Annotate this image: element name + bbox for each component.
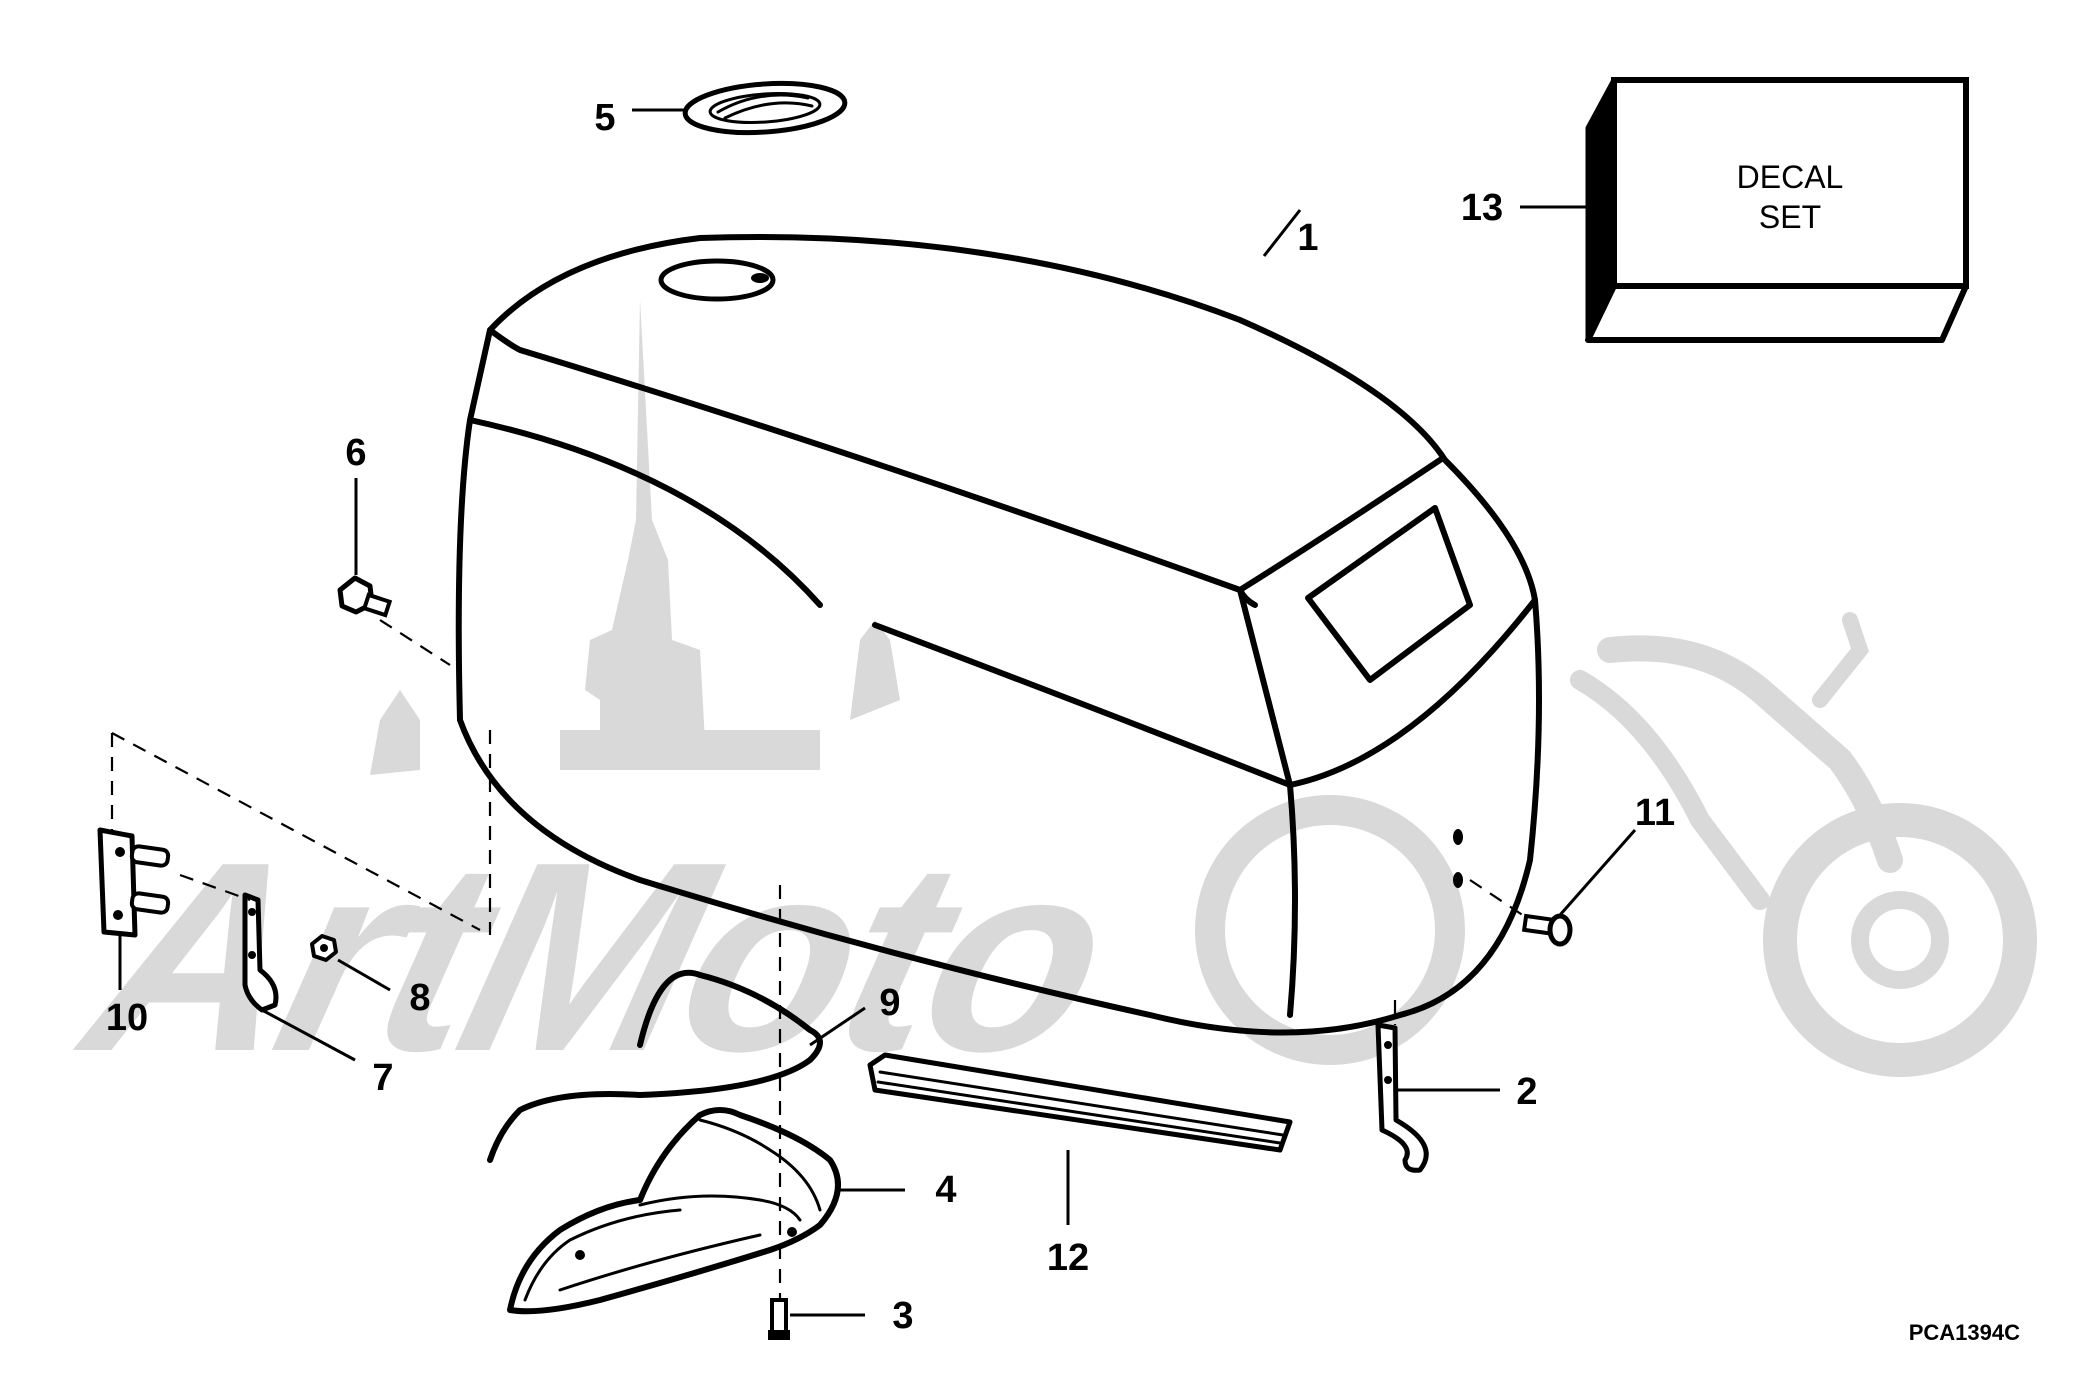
part-3-screw — [768, 1298, 790, 1340]
callout-13: 13 — [1461, 187, 1503, 229]
assembly-lines — [110, 619, 1531, 1300]
callout-7: 7 — [372, 1057, 393, 1099]
part-5-emblem — [682, 80, 848, 136]
callout-5: 5 — [594, 97, 615, 139]
callout-3: 3 — [892, 1295, 913, 1337]
decal-line-1: DECAL — [1737, 159, 1844, 195]
part-2-latch-hook — [1375, 1022, 1429, 1173]
part-4-lower-pan — [507, 1107, 841, 1315]
watermark-cathedral-silhouette — [370, 300, 900, 775]
part-9-seal — [487, 969, 823, 1163]
part-12-strip — [867, 1052, 1293, 1153]
part-8-nut — [310, 934, 338, 962]
watermark-motorcycle-silhouette — [1195, 612, 2037, 1077]
callout-10: 10 — [106, 997, 148, 1039]
callout-11: 11 — [1635, 792, 1675, 834]
part-7-latch-lever — [242, 892, 279, 1013]
watermark: ArtMoto — [55, 300, 2037, 1108]
part-11-bolt — [1521, 913, 1573, 947]
part-1-engine-cover — [455, 234, 1542, 1036]
part-13-decal-set: DECAL SET — [1585, 77, 1969, 343]
leader-lines — [118, 108, 1637, 1317]
callout-12: 12 — [1047, 1237, 1089, 1279]
callout-1: 1 — [1297, 217, 1318, 259]
callout-9: 9 — [879, 982, 900, 1024]
callout-6: 6 — [345, 432, 366, 474]
drawing-code: PCA1394C — [1909, 1320, 2020, 1345]
watermark-text: ArtMoto — [55, 807, 1133, 1108]
callouts: 5 1 13 6 11 8 10 9 7 2 4 12 3 — [106, 97, 1675, 1337]
part-6-screw — [337, 575, 393, 618]
decal-line-2: SET — [1759, 199, 1821, 235]
part-10-bracket — [97, 827, 171, 938]
callout-2: 2 — [1516, 1071, 1537, 1113]
callout-8: 8 — [409, 977, 430, 1019]
callout-4: 4 — [935, 1169, 956, 1211]
